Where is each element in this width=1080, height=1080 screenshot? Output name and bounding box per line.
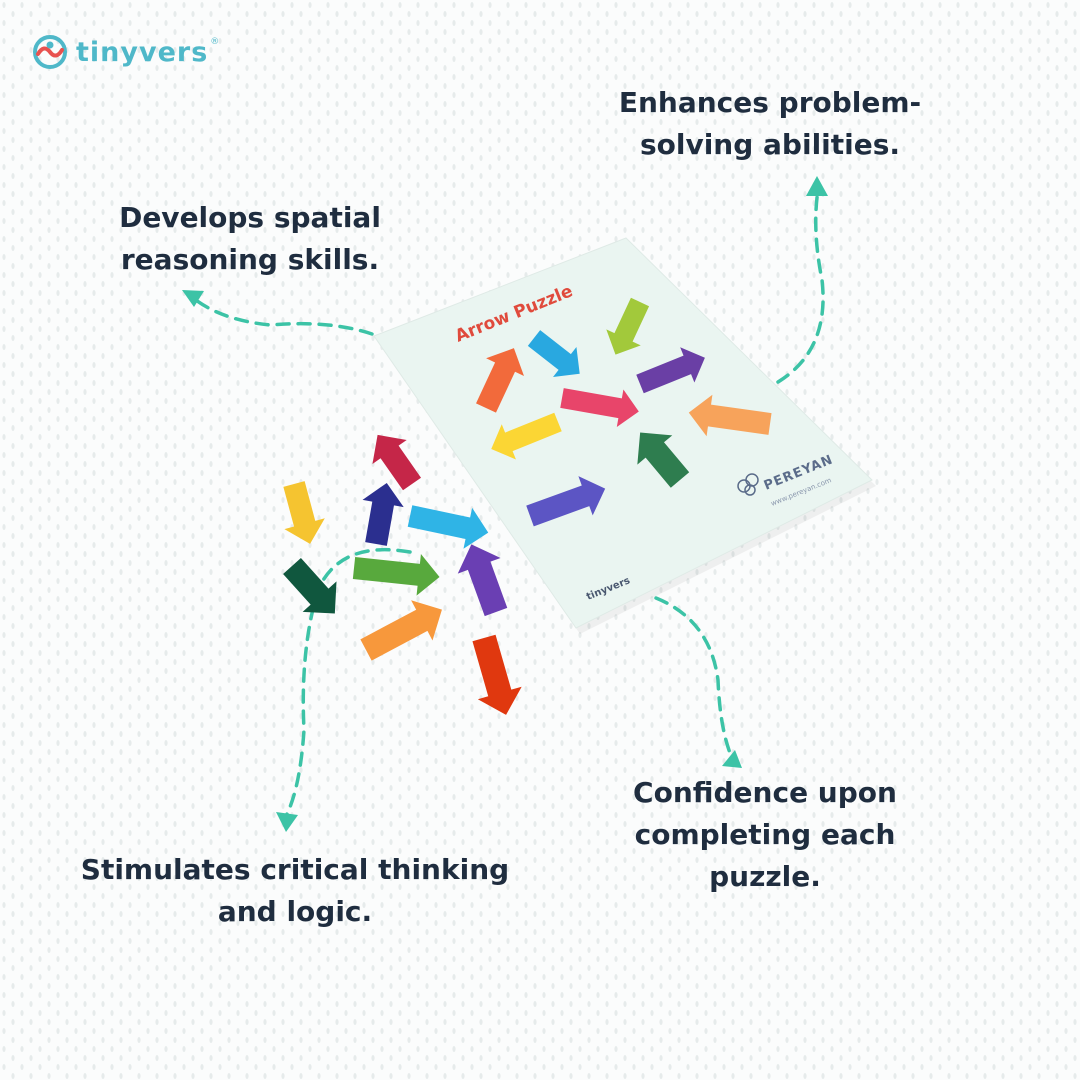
connector-confidence (654, 596, 734, 760)
loose-arrow-crimson (372, 434, 422, 491)
loose-arrow-dark-green (283, 557, 337, 614)
callout-spatial: Develops spatial reasoning skills. (119, 201, 381, 276)
card-arrow-indigo (526, 476, 606, 527)
arrowhead-problem (806, 176, 828, 196)
loose-arrow-purple (457, 544, 508, 617)
registered-mark: ® (210, 37, 220, 47)
puzzle-card (373, 237, 876, 634)
card-arrow-light-orange (688, 394, 772, 437)
card-arrow-lime (606, 297, 650, 355)
loose-arrow-blue (407, 505, 489, 549)
card-arrow-purple (636, 347, 705, 394)
logo-text: tinyvers (76, 36, 209, 68)
card-arrow-yellow (491, 412, 562, 460)
callout-confidence: Confidence upon completing each puzzle. (633, 776, 897, 893)
card-maker-icon (737, 473, 759, 496)
connector-problem (776, 188, 825, 384)
globe-icon (33, 35, 67, 69)
loose-arrow-green (352, 554, 440, 596)
card-arrow-green (637, 432, 690, 488)
callout-problem: Enhances problem-solving abilities. (618, 86, 922, 161)
arrowhead-spatial (182, 290, 204, 307)
loose-arrow-orange (360, 600, 442, 661)
arrowhead-critical (276, 812, 298, 832)
arrowhead-confidence (722, 750, 742, 768)
card-arrow-orange (476, 348, 525, 413)
card-arrow-blue (527, 330, 580, 377)
tinyvers-logo: tinyvers ® (30, 32, 223, 72)
connector-spatial (190, 295, 374, 336)
loose-arrow-red (472, 634, 522, 715)
callout-critical: Stimulates critical thinking and logic. (80, 853, 510, 928)
loose-arrow-navy (362, 482, 404, 546)
card-arrow-pink (560, 388, 639, 427)
connector-critical (283, 547, 412, 820)
loose-arrow-yellow (283, 481, 325, 544)
